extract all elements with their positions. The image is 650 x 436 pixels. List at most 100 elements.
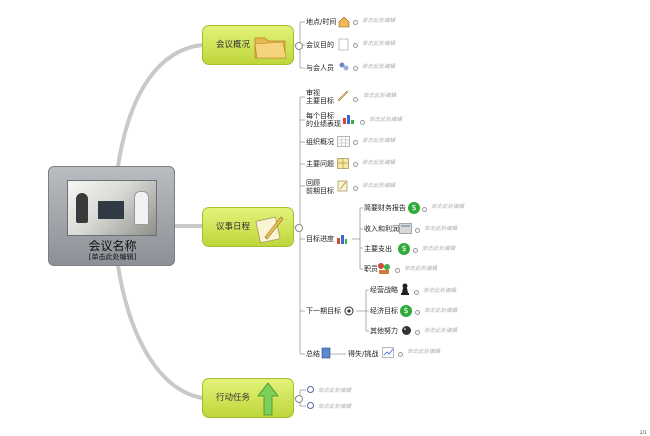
agenda-progress[interactable]: 目标进度 bbox=[306, 235, 334, 243]
edit-hint[interactable]: 单击此处编辑 bbox=[362, 18, 396, 24]
edit-hint[interactable]: 单击此处编辑 bbox=[424, 328, 458, 334]
collapse-toggle[interactable] bbox=[414, 290, 419, 295]
calculator-icon bbox=[399, 223, 412, 234]
agenda-each-line1: 每个目标 bbox=[306, 112, 334, 120]
chart-check-icon bbox=[382, 347, 394, 358]
person-silhouette bbox=[134, 191, 149, 225]
collapse-toggle[interactable] bbox=[353, 140, 358, 145]
overview-purpose[interactable]: 会议目的 bbox=[306, 41, 334, 49]
notepad-icon bbox=[337, 180, 348, 192]
notepad-pencil-icon bbox=[255, 216, 284, 243]
collapse-toggle[interactable] bbox=[415, 310, 420, 315]
branch-action bbox=[116, 264, 204, 400]
edit-hint[interactable]: 单击此处编辑 bbox=[318, 388, 352, 394]
chess-pawn-icon bbox=[401, 283, 409, 295]
central-title: 会议名称 bbox=[88, 239, 137, 253]
edit-hint[interactable]: 单击此处编辑 bbox=[362, 183, 396, 189]
document-icon bbox=[338, 38, 349, 51]
summary-gains-challenges[interactable]: 得失/挑战 bbox=[348, 350, 379, 358]
dollar-icon: $ bbox=[400, 305, 412, 317]
branch-overview bbox=[116, 43, 204, 168]
arrow-up-icon bbox=[257, 382, 279, 416]
agenda-recap-line2: 前期目标 bbox=[306, 187, 334, 195]
progress-major-expenses[interactable]: 主要支出 bbox=[364, 245, 392, 253]
task-circle-icon[interactable] bbox=[307, 402, 314, 409]
edit-hint[interactable]: 单击此处编辑 bbox=[369, 117, 403, 123]
collapse-toggle[interactable] bbox=[353, 43, 358, 48]
book-icon bbox=[321, 347, 331, 359]
table-icon bbox=[337, 136, 350, 147]
agenda-review-line2: 主要目标 bbox=[306, 97, 334, 105]
edit-hint[interactable]: 单击此处编辑 bbox=[362, 138, 396, 144]
next-connector bbox=[356, 289, 369, 332]
next-business-strategy[interactable]: 经营战略 bbox=[370, 286, 398, 294]
dollar-icon: $ bbox=[398, 243, 410, 255]
central-subtitle: [单击此处编辑] bbox=[88, 253, 137, 261]
collapse-toggle[interactable] bbox=[295, 224, 303, 232]
agenda-summary[interactable]: 总结 bbox=[306, 350, 320, 358]
edit-hint[interactable]: 单击此处编辑 bbox=[424, 308, 458, 314]
staff-icon bbox=[378, 263, 390, 274]
overview-attendees[interactable]: 与会人员 bbox=[306, 64, 334, 72]
edit-hint[interactable]: 单击此处编辑 bbox=[362, 41, 396, 47]
laptop-screen bbox=[98, 201, 124, 219]
collapse-toggle[interactable] bbox=[353, 162, 358, 167]
progress-revenue-profit[interactable]: 收入和利润 bbox=[364, 225, 399, 233]
agenda-recap-line1: 回顾 bbox=[306, 179, 320, 187]
collapse-toggle[interactable] bbox=[398, 352, 403, 357]
edit-hint[interactable]: 单击此处编辑 bbox=[318, 404, 352, 410]
collapse-toggle[interactable] bbox=[413, 248, 418, 253]
collapse-toggle[interactable] bbox=[415, 330, 420, 335]
collapse-toggle[interactable] bbox=[295, 42, 303, 50]
edit-hint[interactable]: 单击此处编辑 bbox=[431, 204, 465, 210]
edit-hint[interactable]: 单击此处编辑 bbox=[423, 288, 457, 294]
task-circle-icon[interactable] bbox=[307, 386, 314, 393]
grid-icon bbox=[337, 158, 349, 169]
bar-chart-icon bbox=[337, 235, 347, 244]
edit-hint[interactable]: 单击此处编辑 bbox=[362, 64, 396, 70]
ball-icon bbox=[402, 326, 411, 335]
agenda-review-line1: 审视 bbox=[306, 89, 320, 97]
target-icon bbox=[344, 306, 354, 316]
people-icon bbox=[339, 62, 349, 71]
collapse-toggle[interactable] bbox=[295, 395, 303, 403]
progress-connector bbox=[352, 207, 363, 270]
overview-location-time[interactable]: 地点/时间 bbox=[306, 18, 337, 26]
agenda-recap[interactable]: 回顾 前期目标 bbox=[306, 179, 334, 195]
collapse-toggle[interactable] bbox=[353, 97, 358, 102]
edit-hint[interactable]: 单击此处编辑 bbox=[424, 226, 458, 232]
edit-hint[interactable]: 单击此处编辑 bbox=[363, 93, 397, 99]
agenda-issues[interactable]: 主要问题 bbox=[306, 160, 334, 168]
collapse-toggle[interactable] bbox=[353, 186, 358, 191]
person-silhouette bbox=[76, 193, 88, 223]
central-topic[interactable]: 会议名称 [单击此处编辑] bbox=[48, 166, 175, 266]
collapse-toggle[interactable] bbox=[353, 66, 358, 71]
agenda-org[interactable]: 组织概况 bbox=[306, 138, 334, 146]
next-other-efforts[interactable]: 其他努力 bbox=[370, 327, 398, 335]
agenda-each-goal[interactable]: 每个目标 的业绩表现 bbox=[306, 112, 341, 128]
agenda-next-goal[interactable]: 下一期目标 bbox=[306, 307, 341, 315]
collapse-toggle[interactable] bbox=[395, 268, 400, 273]
meeting-photo bbox=[67, 180, 157, 236]
page-number: 2/1 bbox=[640, 430, 647, 435]
collapse-toggle[interactable] bbox=[353, 20, 358, 25]
collapse-toggle[interactable] bbox=[422, 207, 427, 212]
topic-label: 会议概况 bbox=[216, 40, 251, 50]
edit-hint[interactable]: 单击此处编辑 bbox=[362, 160, 396, 166]
edit-hint[interactable]: 单击此处编辑 bbox=[404, 266, 438, 272]
agenda-review[interactable]: 审视 主要目标 bbox=[306, 89, 334, 105]
next-economic-goal[interactable]: 经济目标 bbox=[370, 307, 398, 315]
topic-agenda[interactable]: 议事日程 bbox=[202, 207, 303, 247]
collapse-toggle[interactable] bbox=[360, 120, 365, 125]
agenda-each-line2: 的业绩表现 bbox=[306, 120, 341, 128]
pen-check-icon bbox=[337, 90, 349, 102]
edit-hint[interactable]: 单击此处编辑 bbox=[422, 246, 456, 252]
edit-hint[interactable]: 单击此处编辑 bbox=[407, 349, 441, 355]
topic-overview[interactable]: 会议概况 bbox=[202, 25, 303, 65]
topic-action[interactable]: 行动任务 bbox=[202, 378, 303, 418]
house-icon bbox=[338, 16, 350, 28]
collapse-toggle[interactable] bbox=[415, 228, 420, 233]
topic-label: 行动任务 bbox=[216, 393, 251, 403]
progress-financial-report[interactable]: 简要财务报告 bbox=[364, 204, 406, 212]
progress-staff[interactable]: 职员 bbox=[364, 265, 378, 273]
